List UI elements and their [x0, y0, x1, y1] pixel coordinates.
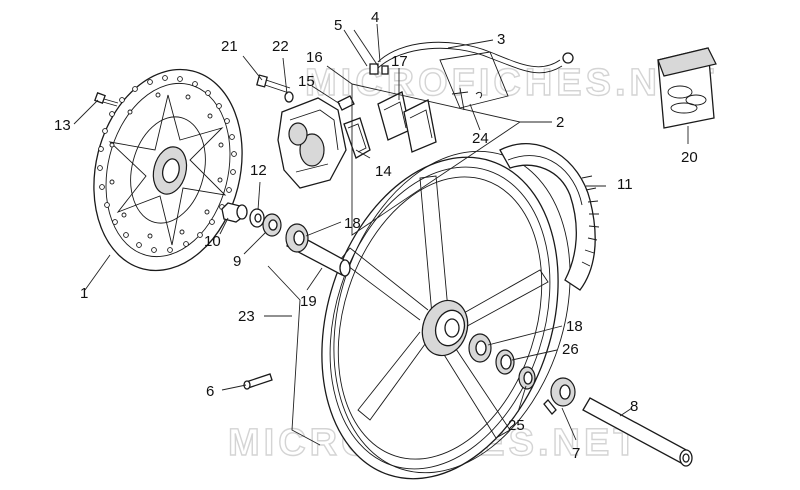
speedometer-drive — [543, 377, 576, 415]
callout-21: 21 — [221, 38, 238, 55]
callout-17: 17 — [391, 53, 408, 70]
callout-14: 14 — [375, 163, 392, 180]
callout-26: 26 — [562, 341, 579, 358]
callout-15: 15 — [298, 73, 315, 90]
watermark-top: MICROFICHES.NET — [305, 62, 718, 104]
callout-10: 10 — [204, 233, 221, 250]
front-axle — [582, 397, 693, 467]
callout-4: 4 — [371, 9, 379, 26]
bleed-valve — [337, 95, 355, 111]
seal-left — [262, 213, 282, 237]
callout-2: 2 — [556, 114, 564, 131]
callout-6: 6 — [206, 383, 214, 400]
callout-18-upper: 18 — [344, 215, 361, 232]
callout-25: 25 — [508, 417, 525, 434]
front-mudguard — [499, 143, 600, 291]
brake-pad-inner — [343, 117, 371, 159]
callout-19: 19 — [300, 293, 317, 310]
callout-3: 3 — [497, 31, 505, 48]
document-kit-bag — [657, 47, 717, 129]
callout-24: 24 — [472, 130, 489, 147]
callout-1: 1 — [80, 285, 88, 302]
callout-11: 11 — [617, 176, 633, 193]
disc-bolt — [94, 92, 119, 107]
brake-pad-set — [377, 91, 437, 153]
caliper-bolt — [256, 74, 294, 103]
bearing-left — [285, 223, 309, 253]
spacer-12 — [249, 208, 265, 228]
callout-16: 16 — [306, 49, 323, 66]
callout-22: 22 — [272, 38, 289, 55]
seal-26 — [495, 349, 515, 375]
bearing-right — [468, 333, 492, 363]
pad-pin-kit — [439, 51, 509, 111]
banjo-bolt — [369, 63, 389, 75]
brake-disc — [93, 68, 243, 272]
callout-5: 5 — [334, 17, 342, 34]
callout-12: 12 — [250, 162, 267, 179]
callout-9: 9 — [233, 253, 241, 270]
callout-20: 20 — [681, 149, 698, 166]
callout-7: 7 — [572, 445, 580, 462]
callout-labels: 1 2 3 4 5 6 7 8 9 10 11 12 13 14 15 16 1… — [54, 9, 698, 462]
callout-13: 13 — [54, 117, 71, 134]
callout-23: 23 — [238, 308, 255, 325]
axle-nut — [221, 202, 248, 223]
callout-18-lower: 18 — [566, 318, 583, 335]
brake-hose — [377, 41, 574, 74]
brake-caliper — [277, 97, 347, 189]
spacer-25 — [518, 366, 536, 390]
tyre-valve — [243, 373, 273, 390]
leader-lines — [73, 23, 689, 446]
callout-8: 8 — [630, 398, 638, 415]
